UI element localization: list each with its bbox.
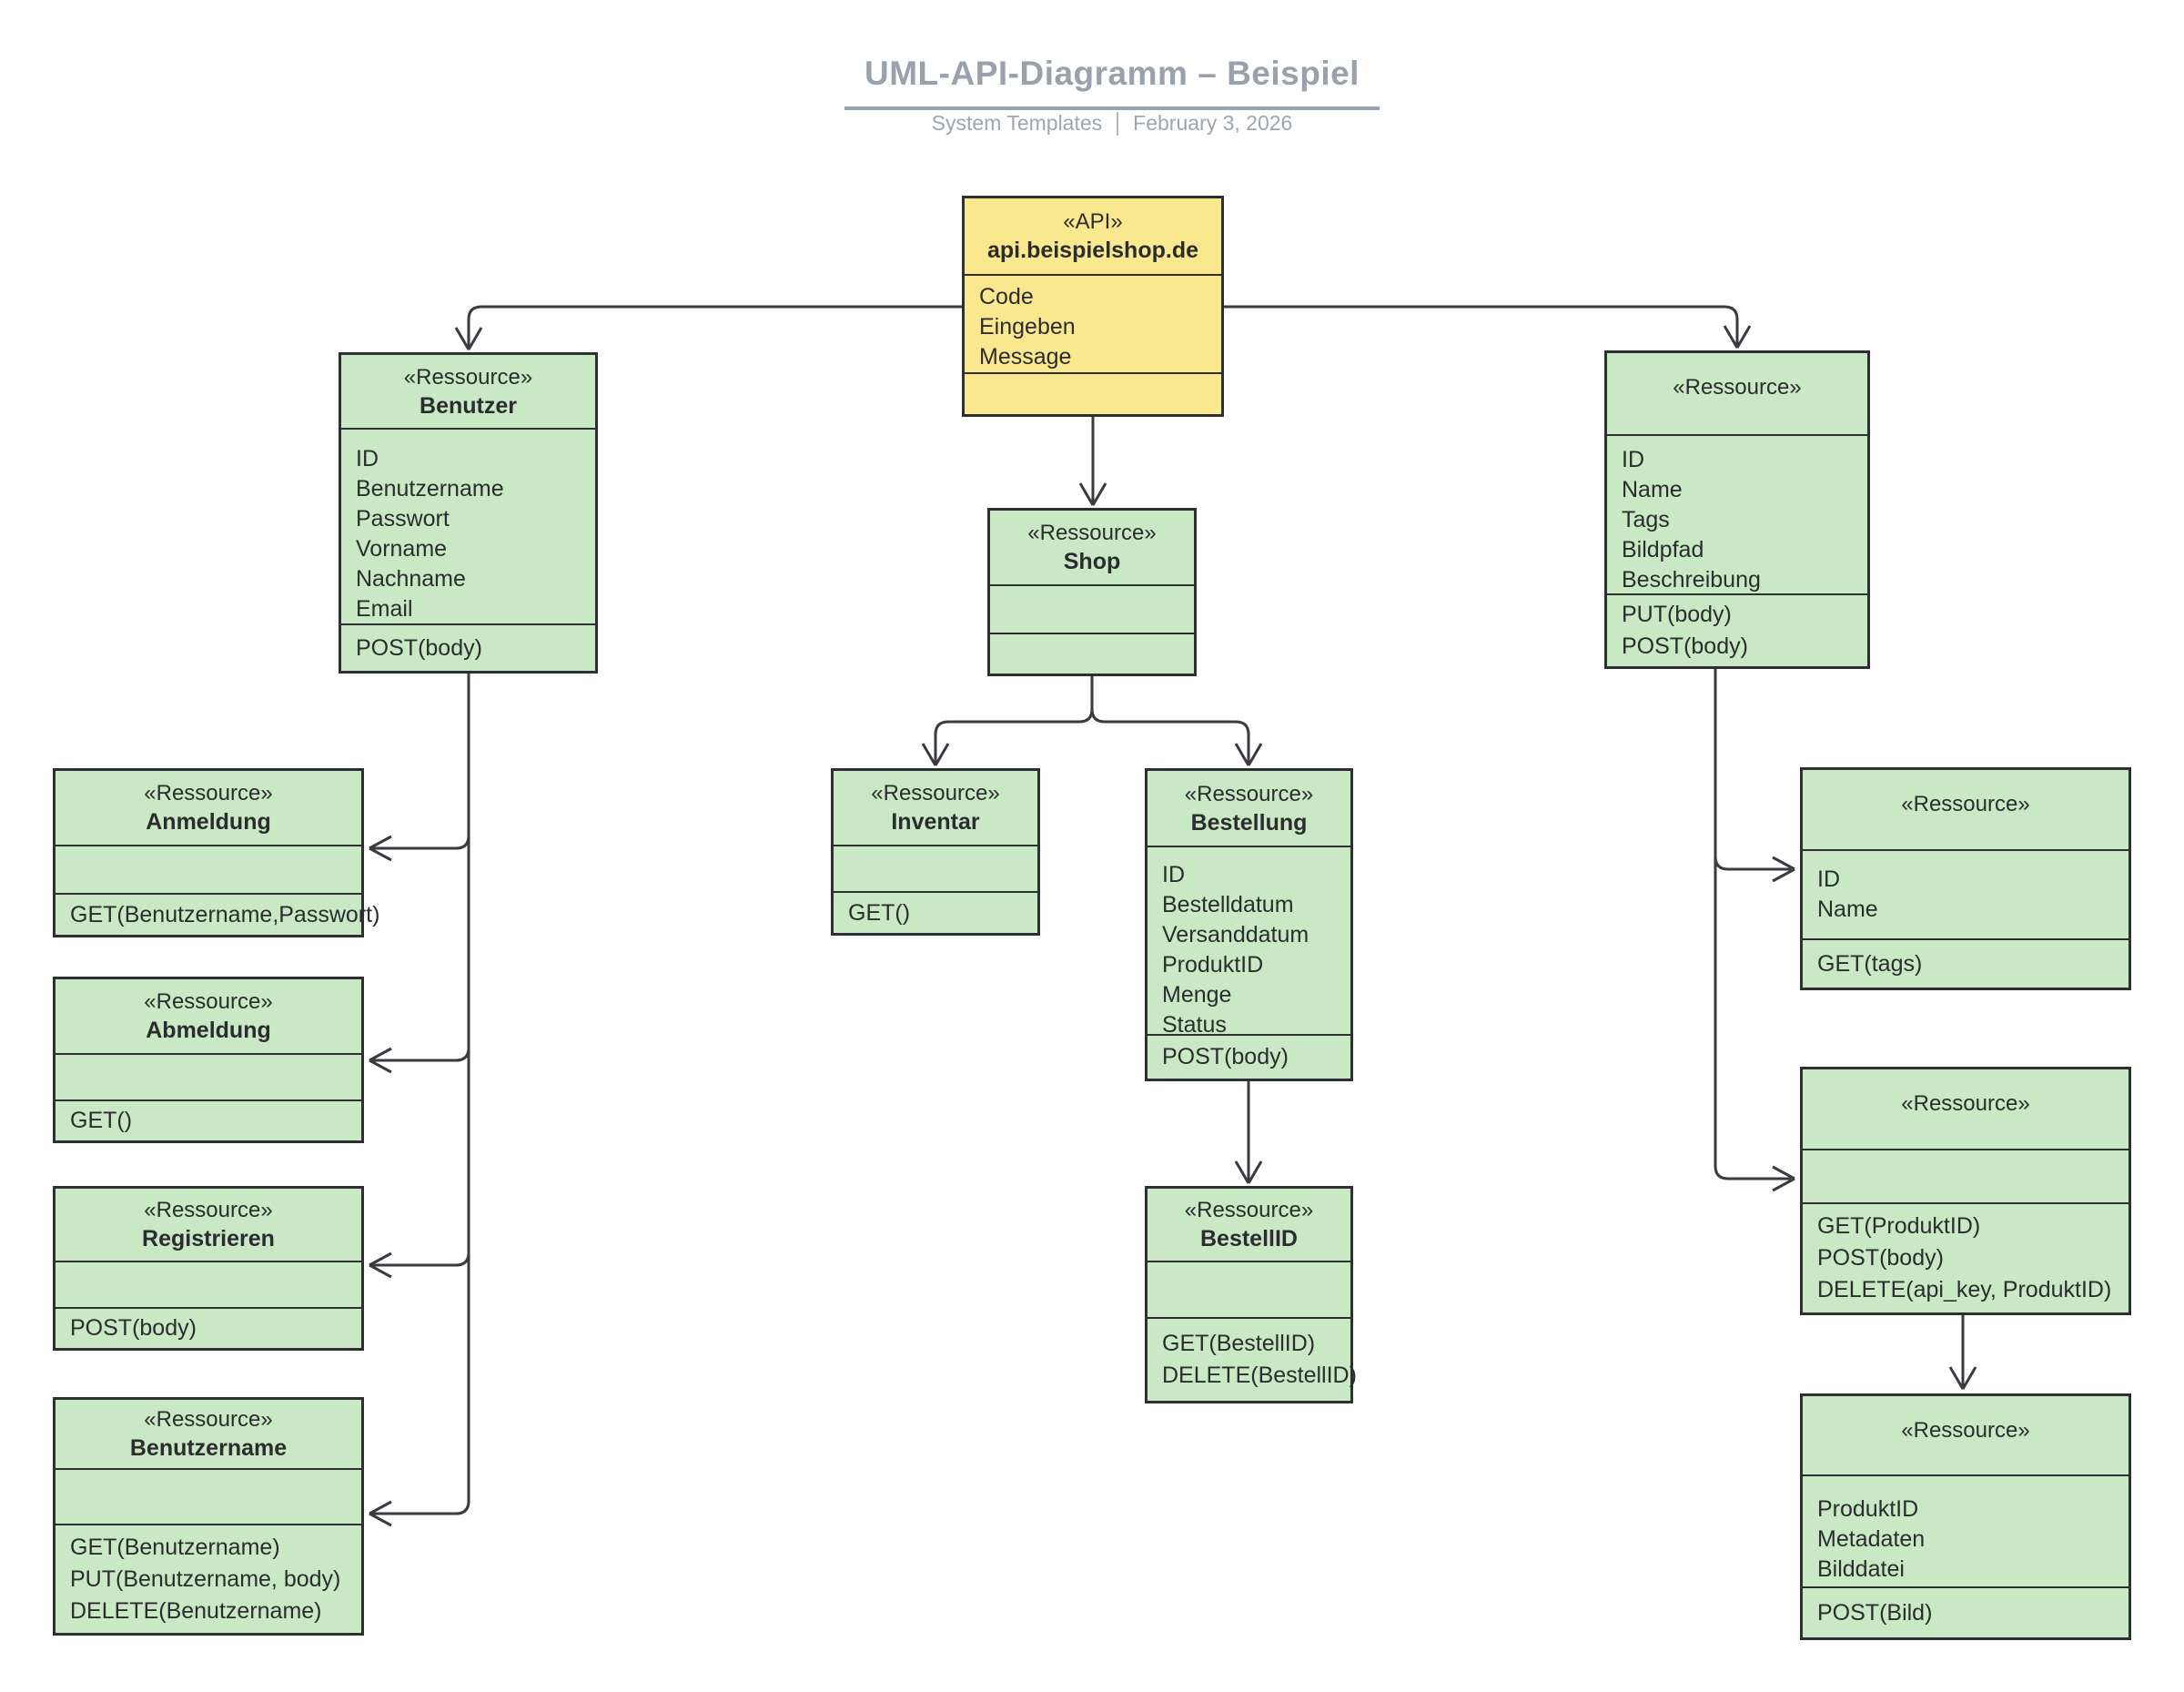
box-header: «Ressource» Anmeldung	[56, 771, 361, 845]
box-header: «API» api.beispielshop.de	[965, 198, 1221, 274]
edge-api-benutzer	[454, 305, 962, 350]
uml-class-tags: «Ressource» ID Name GET(tags)	[1800, 767, 2131, 990]
edge-shop-inventar	[921, 676, 1094, 766]
subtitle-divider	[1117, 111, 1119, 136]
uml-class-bestellid: «Ressource» BestellID GET(BestellID) DEL…	[1145, 1186, 1357, 1403]
stereotype: «Ressource»	[1901, 792, 2030, 816]
subtitle-source: System Templates	[931, 111, 1103, 135]
attributes: ProduktID Metadaten Bilddatei	[1803, 1474, 2128, 1586]
uml-class-anmeldung: «Ressource» Anmeldung GET(Benutzername,P…	[53, 768, 379, 937]
uml-class-shop: «Ressource» Shop	[987, 508, 1197, 676]
stereotype: «Ressource»	[144, 1407, 273, 1432]
uml-class-benutzername: «Ressource» Benutzername GET(Benutzernam…	[53, 1397, 364, 1636]
attributes	[1148, 1261, 1350, 1317]
page-subtitle: System Templates February 3, 2026	[844, 111, 1380, 136]
methods: GET(BestellID) DELETE(BestellID)	[1148, 1317, 1357, 1401]
class-name: Benutzername	[129, 1435, 288, 1461]
stereotype: «Ressource»	[1673, 375, 1802, 400]
uml-class-produkt: «Ressource» ID Name Tags Bildpfad Beschr…	[1604, 350, 1870, 669]
class-name: Abmeldung	[146, 1018, 271, 1043]
class-name: BestellID	[1200, 1226, 1298, 1251]
page-title-wrap: UML-API-Diagramm – Beispiel	[844, 55, 1380, 110]
methods: POST(body)	[56, 1307, 361, 1348]
attributes	[1803, 1149, 2128, 1202]
class-name: Inventar	[891, 809, 980, 835]
class-name: Shop	[1063, 549, 1121, 574]
uml-class-produkt-ops: «Ressource» GET(ProduktID) POST(body) DE…	[1800, 1067, 2131, 1315]
uml-class-benutzer: «Ressource» Benutzer ID Benutzername Pas…	[339, 352, 598, 674]
edge-api-produkt	[1224, 305, 1752, 349]
edge-api-shop	[1078, 417, 1107, 506]
methods: GET(ProduktID) POST(body) DELETE(api_key…	[1803, 1202, 2128, 1312]
stereotype: «Ressource»	[144, 989, 273, 1014]
stereotype: «Ressource»	[144, 1198, 273, 1222]
box-header: «Ressource» BestellID	[1148, 1189, 1350, 1261]
stereotype: «Ressource»	[1901, 1091, 2030, 1116]
methods: GET(Benutzername) PUT(Benutzername, body…	[56, 1524, 361, 1633]
class-name: Anmeldung	[146, 809, 271, 835]
stereotype: «Ressource»	[144, 781, 273, 805]
uml-class-abmeldung: «Ressource» Abmeldung GET()	[53, 977, 364, 1143]
methods: GET()	[834, 891, 1037, 933]
attributes	[990, 584, 1194, 633]
stereotype: «Ressource»	[1184, 1198, 1314, 1222]
box-header: «Ressource» Registrieren	[56, 1189, 361, 1261]
attributes	[56, 845, 361, 893]
subtitle-date: February 3, 2026	[1133, 111, 1293, 135]
attributes: ID Bestelldatum Versanddatum ProduktID M…	[1148, 846, 1350, 1038]
edge-produktops-bild	[1948, 1315, 1977, 1390]
box-header: «Ressource»	[1803, 1396, 2128, 1474]
stereotype: «Ressource»	[871, 781, 1000, 805]
methods	[990, 633, 1194, 674]
uml-class-registrieren: «Ressource» Registrieren POST(body)	[53, 1186, 364, 1351]
box-header: «Ressource»	[1607, 353, 1867, 434]
stereotype: «Ressource»	[1027, 521, 1157, 545]
box-header: «Ressource» Benutzername	[56, 1400, 361, 1468]
box-header: «Ressource» Shop	[990, 511, 1194, 584]
methods: POST(body)	[341, 623, 595, 671]
edge-produkt-trunk	[1714, 669, 1795, 1192]
methods: POST(Bild)	[1803, 1586, 2128, 1637]
attributes: ID Name Tags Bildpfad Beschreibung	[1607, 434, 1867, 593]
attributes	[834, 845, 1037, 891]
edge-benutzer-trunk	[369, 674, 470, 1527]
box-header: «Ressource» Abmeldung	[56, 979, 361, 1053]
stereotype: «Ressource»	[1184, 781, 1314, 806]
attributes	[56, 1053, 361, 1099]
attributes	[56, 1468, 361, 1524]
class-name: Registrieren	[142, 1226, 275, 1251]
edge-benutzer-registrieren	[369, 1251, 470, 1279]
uml-class-api: «API» api.beispielshop.de Code Eingeben …	[962, 196, 1224, 417]
box-header: «Ressource»	[1803, 1069, 2128, 1149]
class-name: api.beispielshop.de	[987, 238, 1198, 263]
methods: GET()	[56, 1099, 361, 1140]
attributes: ID Name	[1803, 849, 2128, 938]
edge-benutzer-abmeldung	[369, 1047, 470, 1074]
stereotype: «Ressource»	[1901, 1418, 2030, 1443]
box-header: «Ressource» Inventar	[834, 771, 1037, 845]
class-name: Benutzer	[420, 392, 517, 419]
edge-bestellung-bestellid	[1234, 1081, 1263, 1184]
attributes	[56, 1261, 361, 1307]
edge-produkt-tags	[1714, 856, 1795, 883]
stereotype: «Ressource»	[403, 364, 533, 390]
edge-benutzer-anmeldung	[369, 835, 470, 862]
box-header: «Ressource» Bestellung	[1148, 771, 1350, 846]
attributes: ID Benutzername Passwort Vorname Nachnam…	[341, 428, 595, 623]
class-name: Bestellung	[1190, 809, 1308, 836]
methods: GET(tags)	[1803, 938, 2128, 988]
attributes: Code Eingeben Message	[965, 274, 1221, 372]
methods	[965, 372, 1221, 414]
methods: POST(body)	[1148, 1034, 1350, 1079]
methods: GET(Benutzername,Passwort)	[56, 893, 379, 935]
stereotype: «API»	[1063, 209, 1123, 234]
uml-class-bestellung: «Ressource» Bestellung ID Bestelldatum V…	[1145, 768, 1353, 1081]
uml-class-inventar: «Ressource» Inventar GET()	[831, 768, 1040, 936]
page-title: UML-API-Diagramm – Beispiel	[864, 55, 1360, 92]
box-header: «Ressource» Benutzer	[341, 355, 595, 428]
methods: PUT(body) POST(body)	[1607, 593, 1867, 666]
edge-shop-bestellung	[1090, 708, 1263, 766]
box-header: «Ressource»	[1803, 770, 2128, 849]
uml-class-bild: «Ressource» ProduktID Metadaten Bilddate…	[1800, 1393, 2131, 1640]
